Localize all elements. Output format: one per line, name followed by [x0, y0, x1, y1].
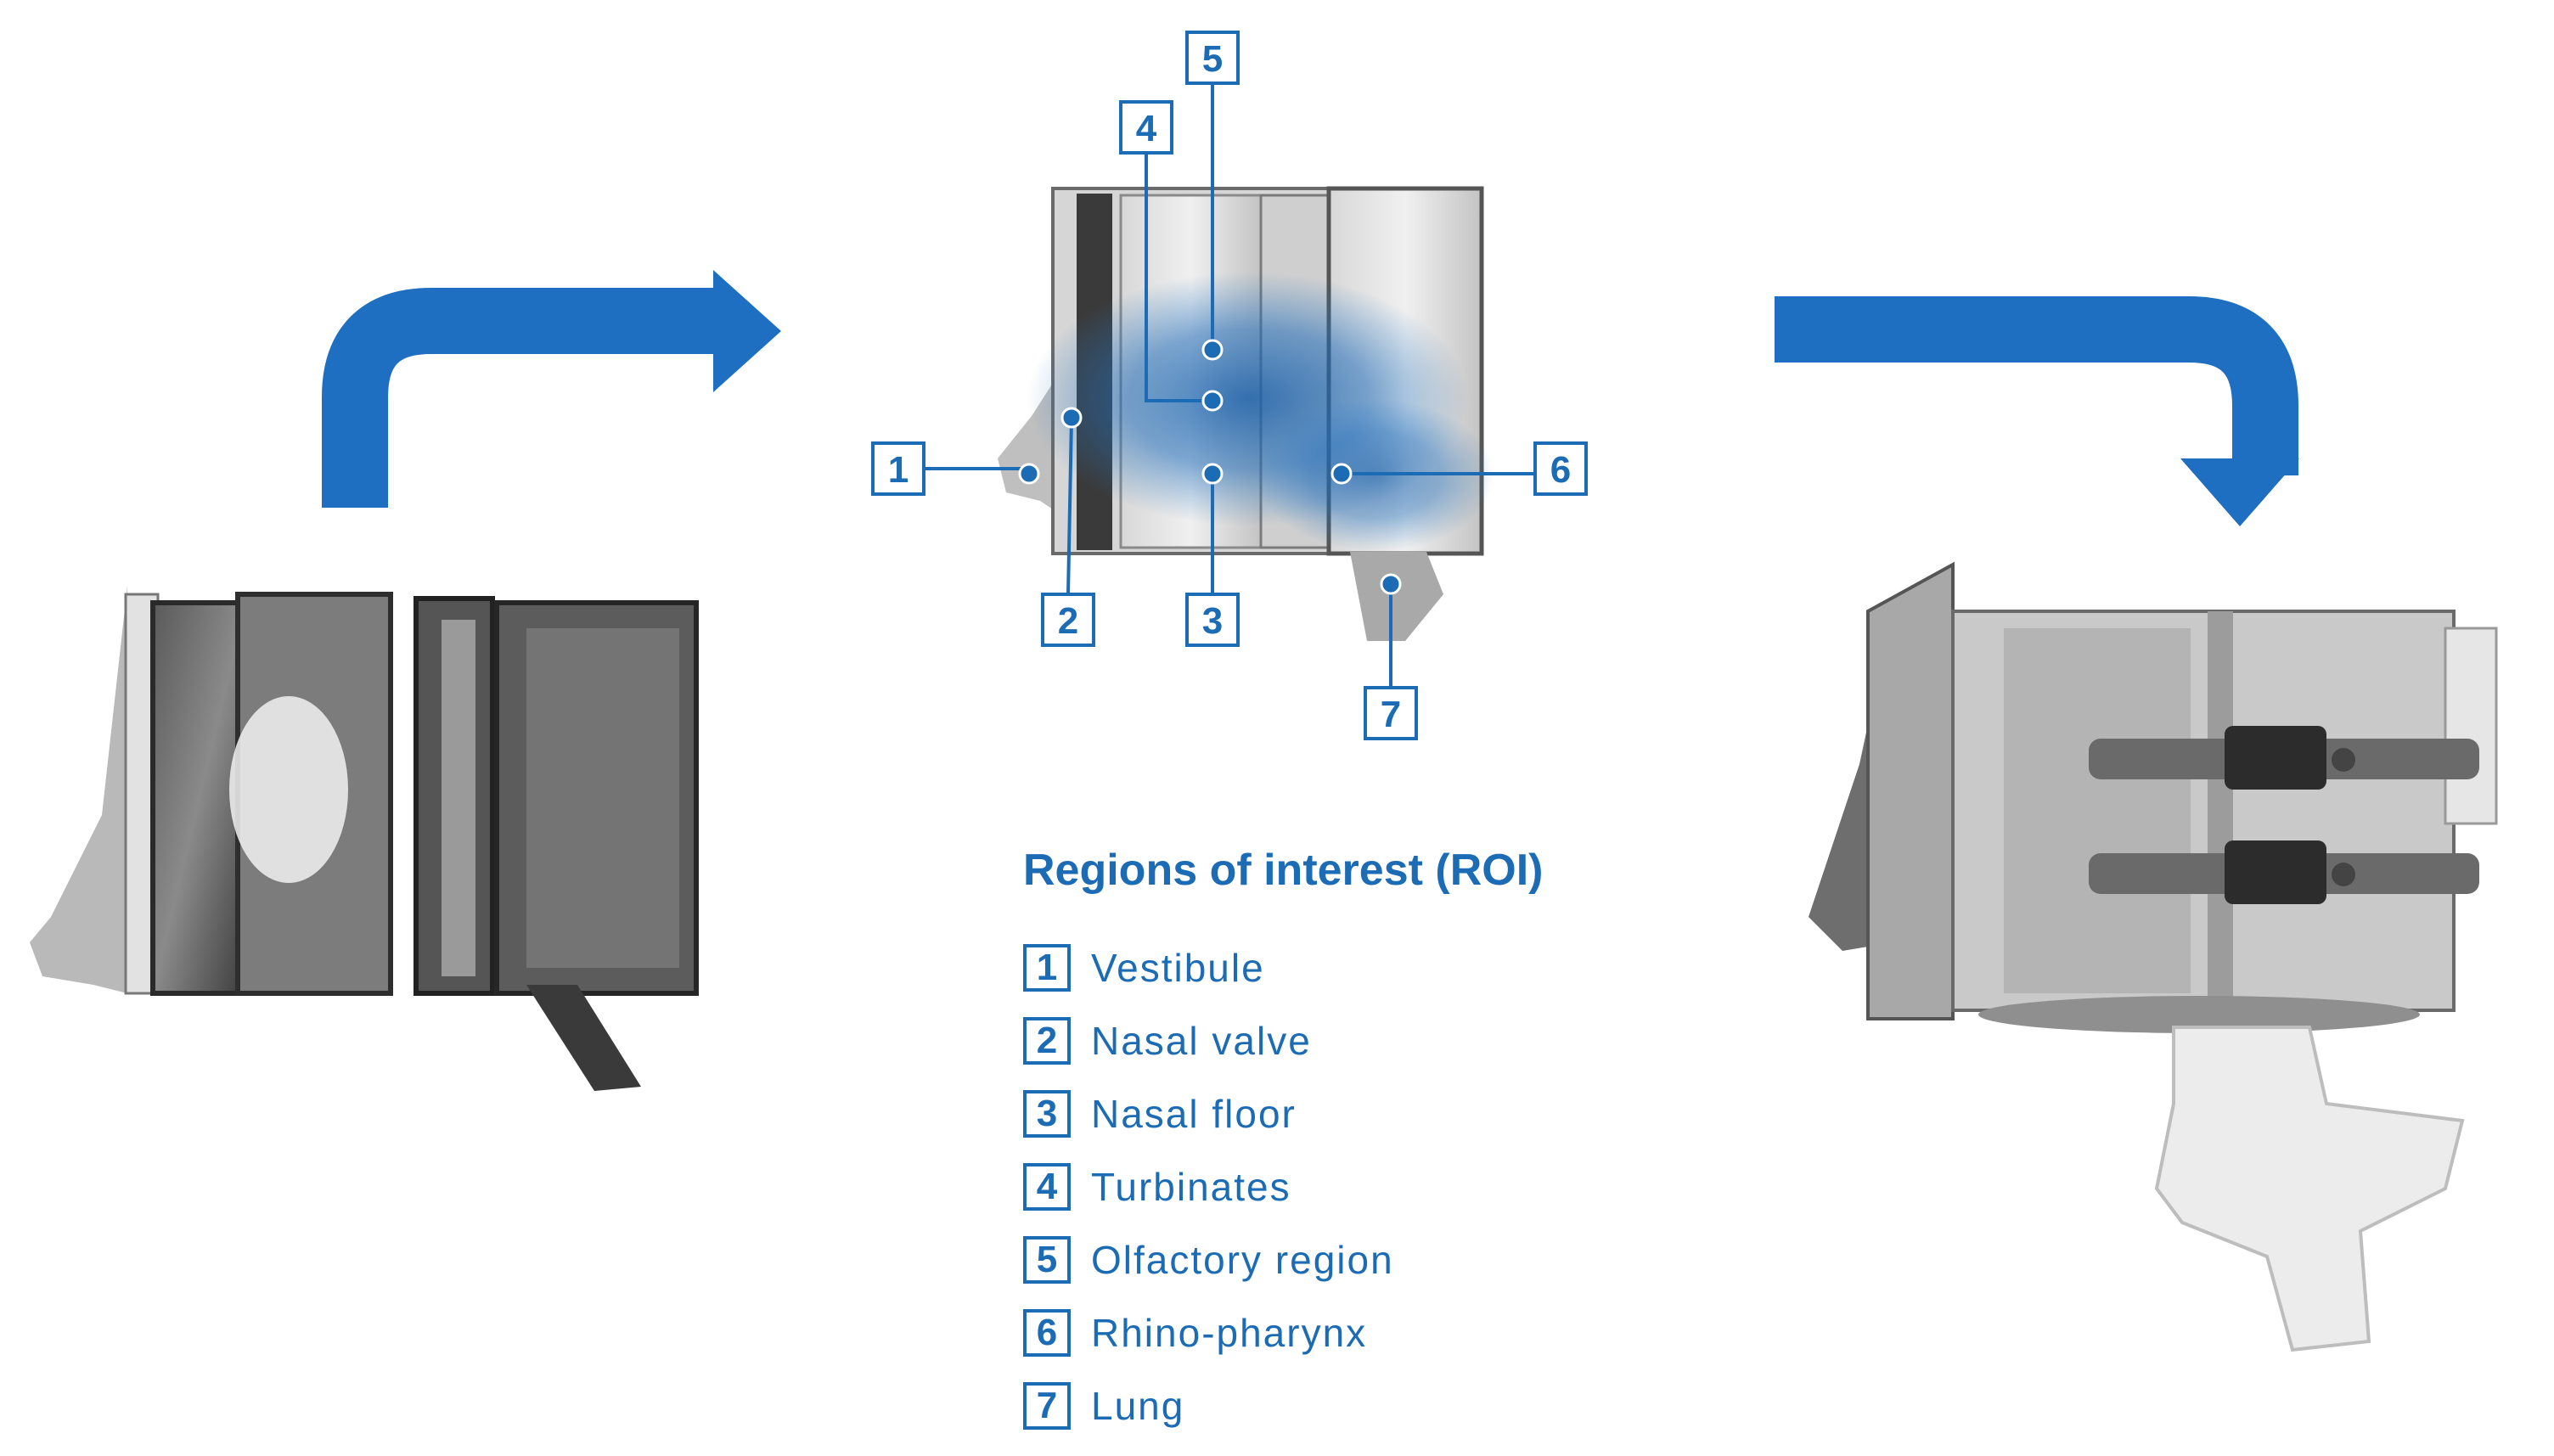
callout-leaders [925, 80, 1535, 688]
legend-item: 4 Turbinates [1023, 1150, 1394, 1223]
clamp-lower [2089, 840, 2479, 904]
legend-label: Nasal valve [1091, 1019, 1312, 1063]
svg-text:5: 5 [1202, 38, 1223, 80]
roi-marker-6 [1330, 463, 1353, 485]
callout-5: 5 [1185, 31, 1240, 85]
legend-label: Lung [1091, 1384, 1185, 1428]
svg-text:7: 7 [1381, 694, 1401, 735]
legend-number: 3 [1023, 1090, 1071, 1138]
callout-4: 4 [1119, 100, 1173, 155]
svg-text:1: 1 [888, 449, 909, 491]
legend-label: Olfactory region [1091, 1238, 1394, 1282]
roi-marker-3 [1201, 463, 1224, 485]
arrowhead-icon [713, 270, 781, 392]
roi-marker-1 [1018, 463, 1040, 485]
svg-text:4: 4 [1136, 108, 1157, 149]
roi-marker-2 [1060, 407, 1083, 429]
legend-number: 2 [1023, 1017, 1071, 1065]
clamped-cast-photo [1809, 561, 2498, 1352]
callout-3: 3 [1185, 593, 1240, 647]
legend-number: 6 [1023, 1309, 1071, 1357]
legend-number: 7 [1023, 1382, 1071, 1430]
legend-number: 5 [1023, 1236, 1071, 1284]
legend-label: Turbinates [1091, 1165, 1291, 1209]
legend-number: 1 [1023, 944, 1071, 992]
legend-item: 1 Vestibule [1023, 931, 1394, 1004]
callout-7: 7 [1364, 686, 1418, 740]
legend-item: 5 Olfactory region [1023, 1223, 1394, 1296]
flow-arrow-left [322, 288, 715, 508]
roi-markers [1018, 339, 1402, 595]
clamp-upper [2089, 726, 2479, 790]
legend-number: 4 [1023, 1163, 1071, 1211]
callout-2: 2 [1041, 593, 1095, 647]
roi-marker-5 [1201, 339, 1224, 361]
callout-6: 6 [1533, 441, 1588, 496]
svg-text:3: 3 [1202, 600, 1223, 642]
svg-text:6: 6 [1550, 449, 1571, 491]
flow-arrow-right [1775, 296, 2298, 475]
legend-item: 3 Nasal floor [1023, 1077, 1394, 1150]
legend-label: Rhino-pharynx [1091, 1311, 1368, 1355]
legend-item: 2 Nasal valve [1023, 1004, 1394, 1077]
roi-legend: 1 Vestibule 2 Nasal valve 3 Nasal floor … [1023, 931, 1394, 1442]
legend-title: Regions of interest (ROI) [1023, 846, 1544, 895]
lung-filter [2154, 1026, 2465, 1352]
outlet-tube [526, 985, 641, 1091]
legend-label: Vestibule [1091, 946, 1265, 990]
nose-model [30, 586, 127, 993]
legend-label: Nasal floor [1091, 1092, 1297, 1136]
disassembled-cast-photo [30, 586, 699, 1091]
lung-outlet [1350, 552, 1443, 641]
roi-marker-7 [1380, 573, 1402, 595]
roi-marker-4 [1201, 390, 1224, 412]
legend-item: 6 Rhino-pharynx [1023, 1296, 1394, 1369]
arrowhead-icon [2180, 458, 2299, 526]
svg-text:2: 2 [1058, 600, 1078, 642]
callout-1: 1 [871, 441, 925, 496]
assembled-cast-photo [998, 186, 1494, 641]
legend-item: 7 Lung [1023, 1369, 1394, 1442]
